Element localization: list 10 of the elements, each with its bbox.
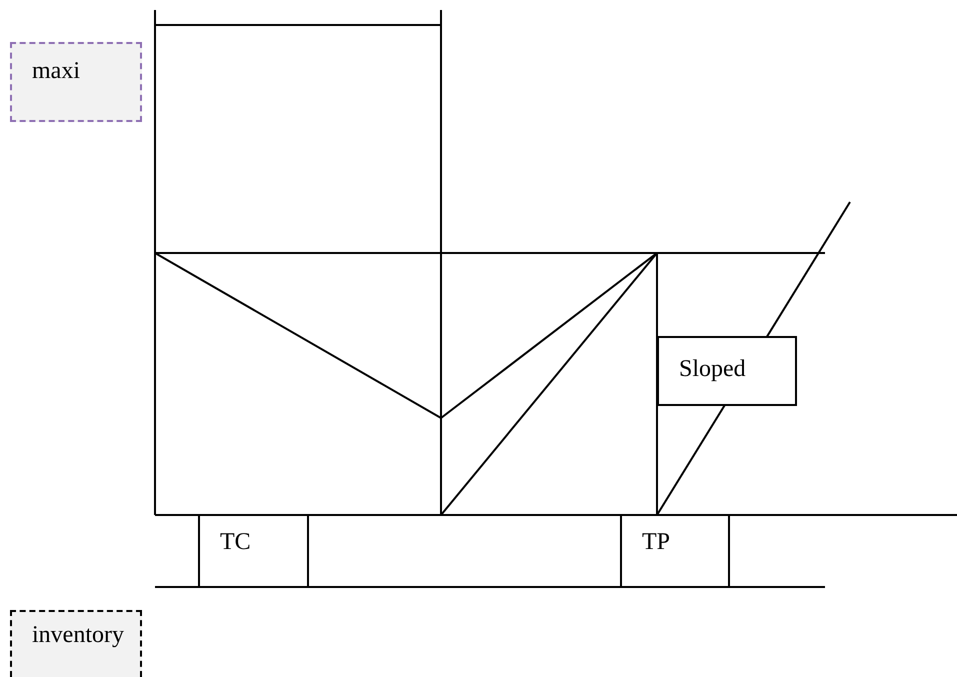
label-box — [657, 336, 797, 406]
box-label: inventory — [32, 621, 125, 650]
box-label: TP — [642, 528, 672, 557]
box-label: TC — [220, 528, 252, 557]
label-box — [620, 515, 730, 587]
label-box — [198, 515, 309, 587]
dashed-label-box — [10, 42, 142, 122]
box-label: maxi — [32, 57, 81, 86]
box-label: Sloped — [679, 355, 747, 384]
dashed-label-box — [10, 610, 142, 677]
